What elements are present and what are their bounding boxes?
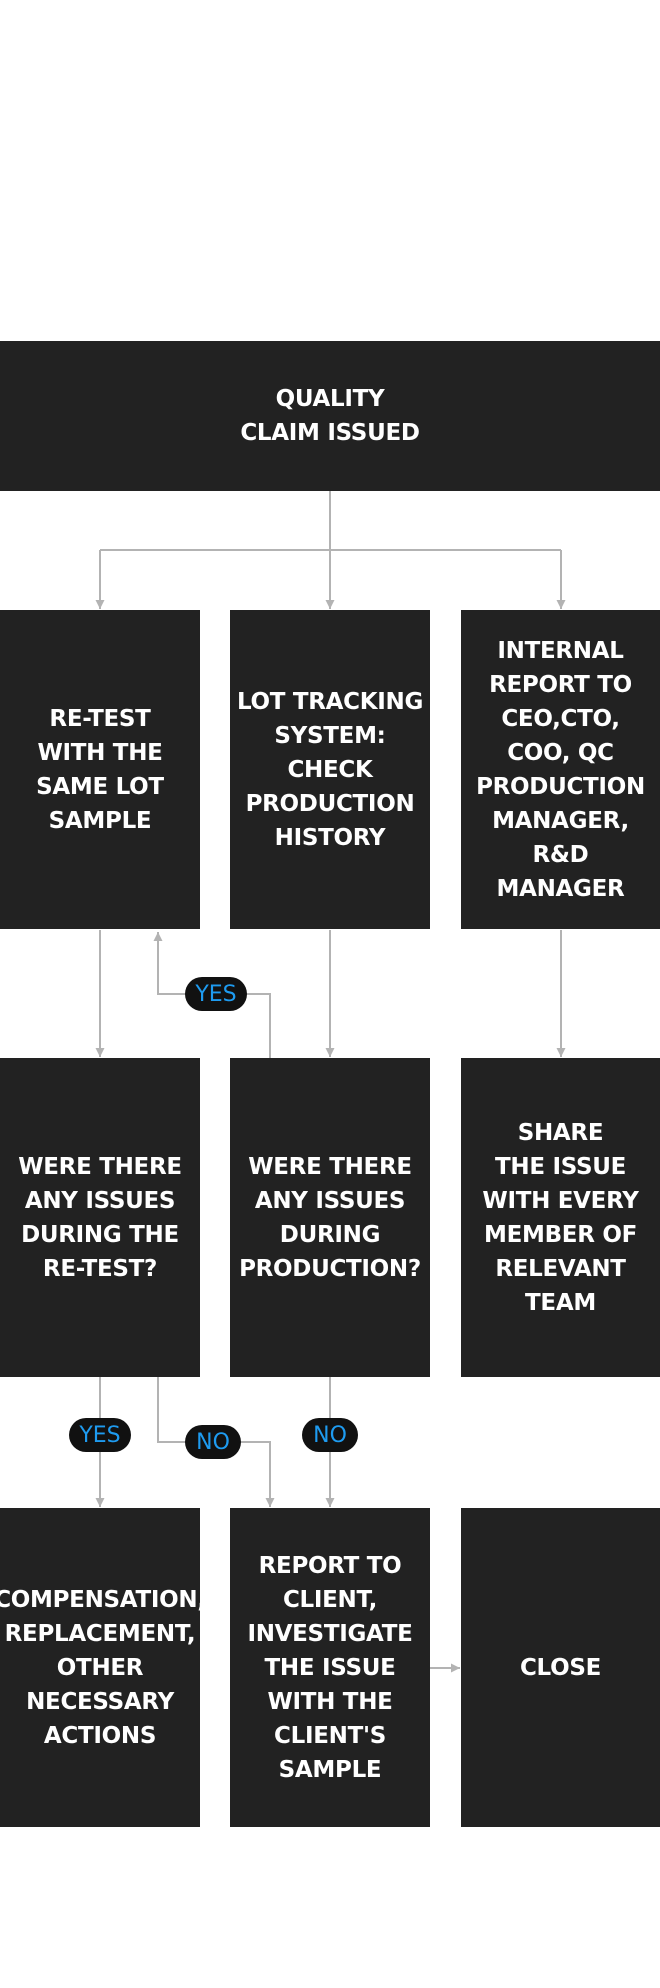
node-share-issue: SHARE THE ISSUE WITH EVERY MEMBER OF REL… [461, 1058, 660, 1377]
badge-retest-no: NO [185, 1425, 241, 1459]
badge-production-no: NO [302, 1418, 358, 1452]
node-lot-tracking: LOT TRACKING SYSTEM: CHECK PRODUCTION HI… [230, 610, 430, 929]
badge-retest-yes: YES [69, 1418, 131, 1452]
node-retest-same-lot: RE-TEST WITH THE SAME LOT SAMPLE [0, 610, 200, 929]
node-compensation: COMPENSATION, REPLACEMENT, OTHER NECESSA… [0, 1508, 206, 1827]
node-report-to-client: REPORT TO CLIENT, INVESTIGATE THE ISSUE … [230, 1508, 430, 1827]
node-retest-issues-question: WERE THERE ANY ISSUES DURING THE RE-TEST… [0, 1058, 200, 1377]
node-quality-claim: QUALITY CLAIM ISSUED [0, 341, 660, 491]
node-close: CLOSE [461, 1508, 660, 1827]
badge-production-yes: YES [185, 977, 247, 1011]
node-internal-report: INTERNAL REPORT TO CEO,CTO, COO, QC PROD… [461, 610, 660, 929]
node-production-issues-question: WERE THERE ANY ISSUES DURING PRODUCTION? [230, 1058, 430, 1377]
